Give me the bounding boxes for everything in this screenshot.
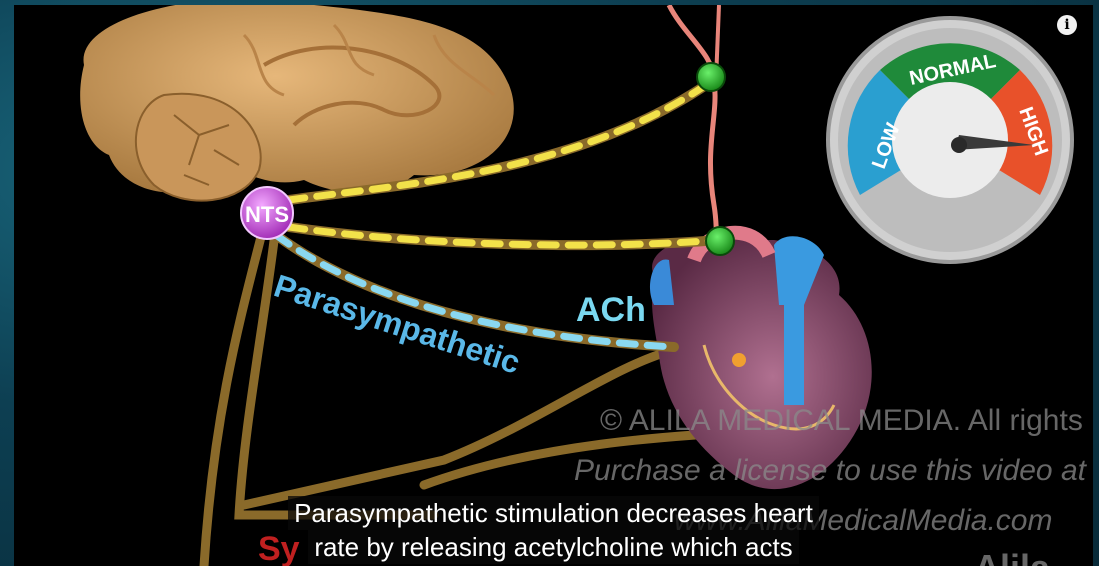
ach-label: ACh [576, 291, 646, 329]
ganglion-node-upper [697, 63, 725, 91]
watermark-logo: Alila [974, 547, 1051, 566]
heart-illustration [650, 233, 872, 489]
sympathetic-label: Sy [258, 530, 300, 566]
heart-rate-gauge: LOW NORMAL HIGH [828, 18, 1072, 262]
video-player[interactable]: NTS Parasympathetic ACh Sy LOW NORMAL HI… [14, 5, 1093, 566]
watermark-url: www.AlilaMedicalMedia.com [674, 504, 1052, 537]
anatomy-scene: NTS Parasympathetic ACh Sy LOW NORMAL HI… [14, 5, 1093, 566]
info-icon[interactable]: i [1057, 15, 1077, 35]
watermark-copyright: © ALILA MEDICAL MEDIA. All rights reserv… [600, 404, 1093, 437]
ganglion-node-lower [706, 227, 734, 255]
brain-illustration [80, 5, 514, 201]
watermark: © ALILA MEDICAL MEDIA. All rights reserv… [574, 404, 1093, 566]
nts-label: NTS [245, 202, 289, 227]
watermark-license: Purchase a license to use this video at [574, 454, 1088, 487]
